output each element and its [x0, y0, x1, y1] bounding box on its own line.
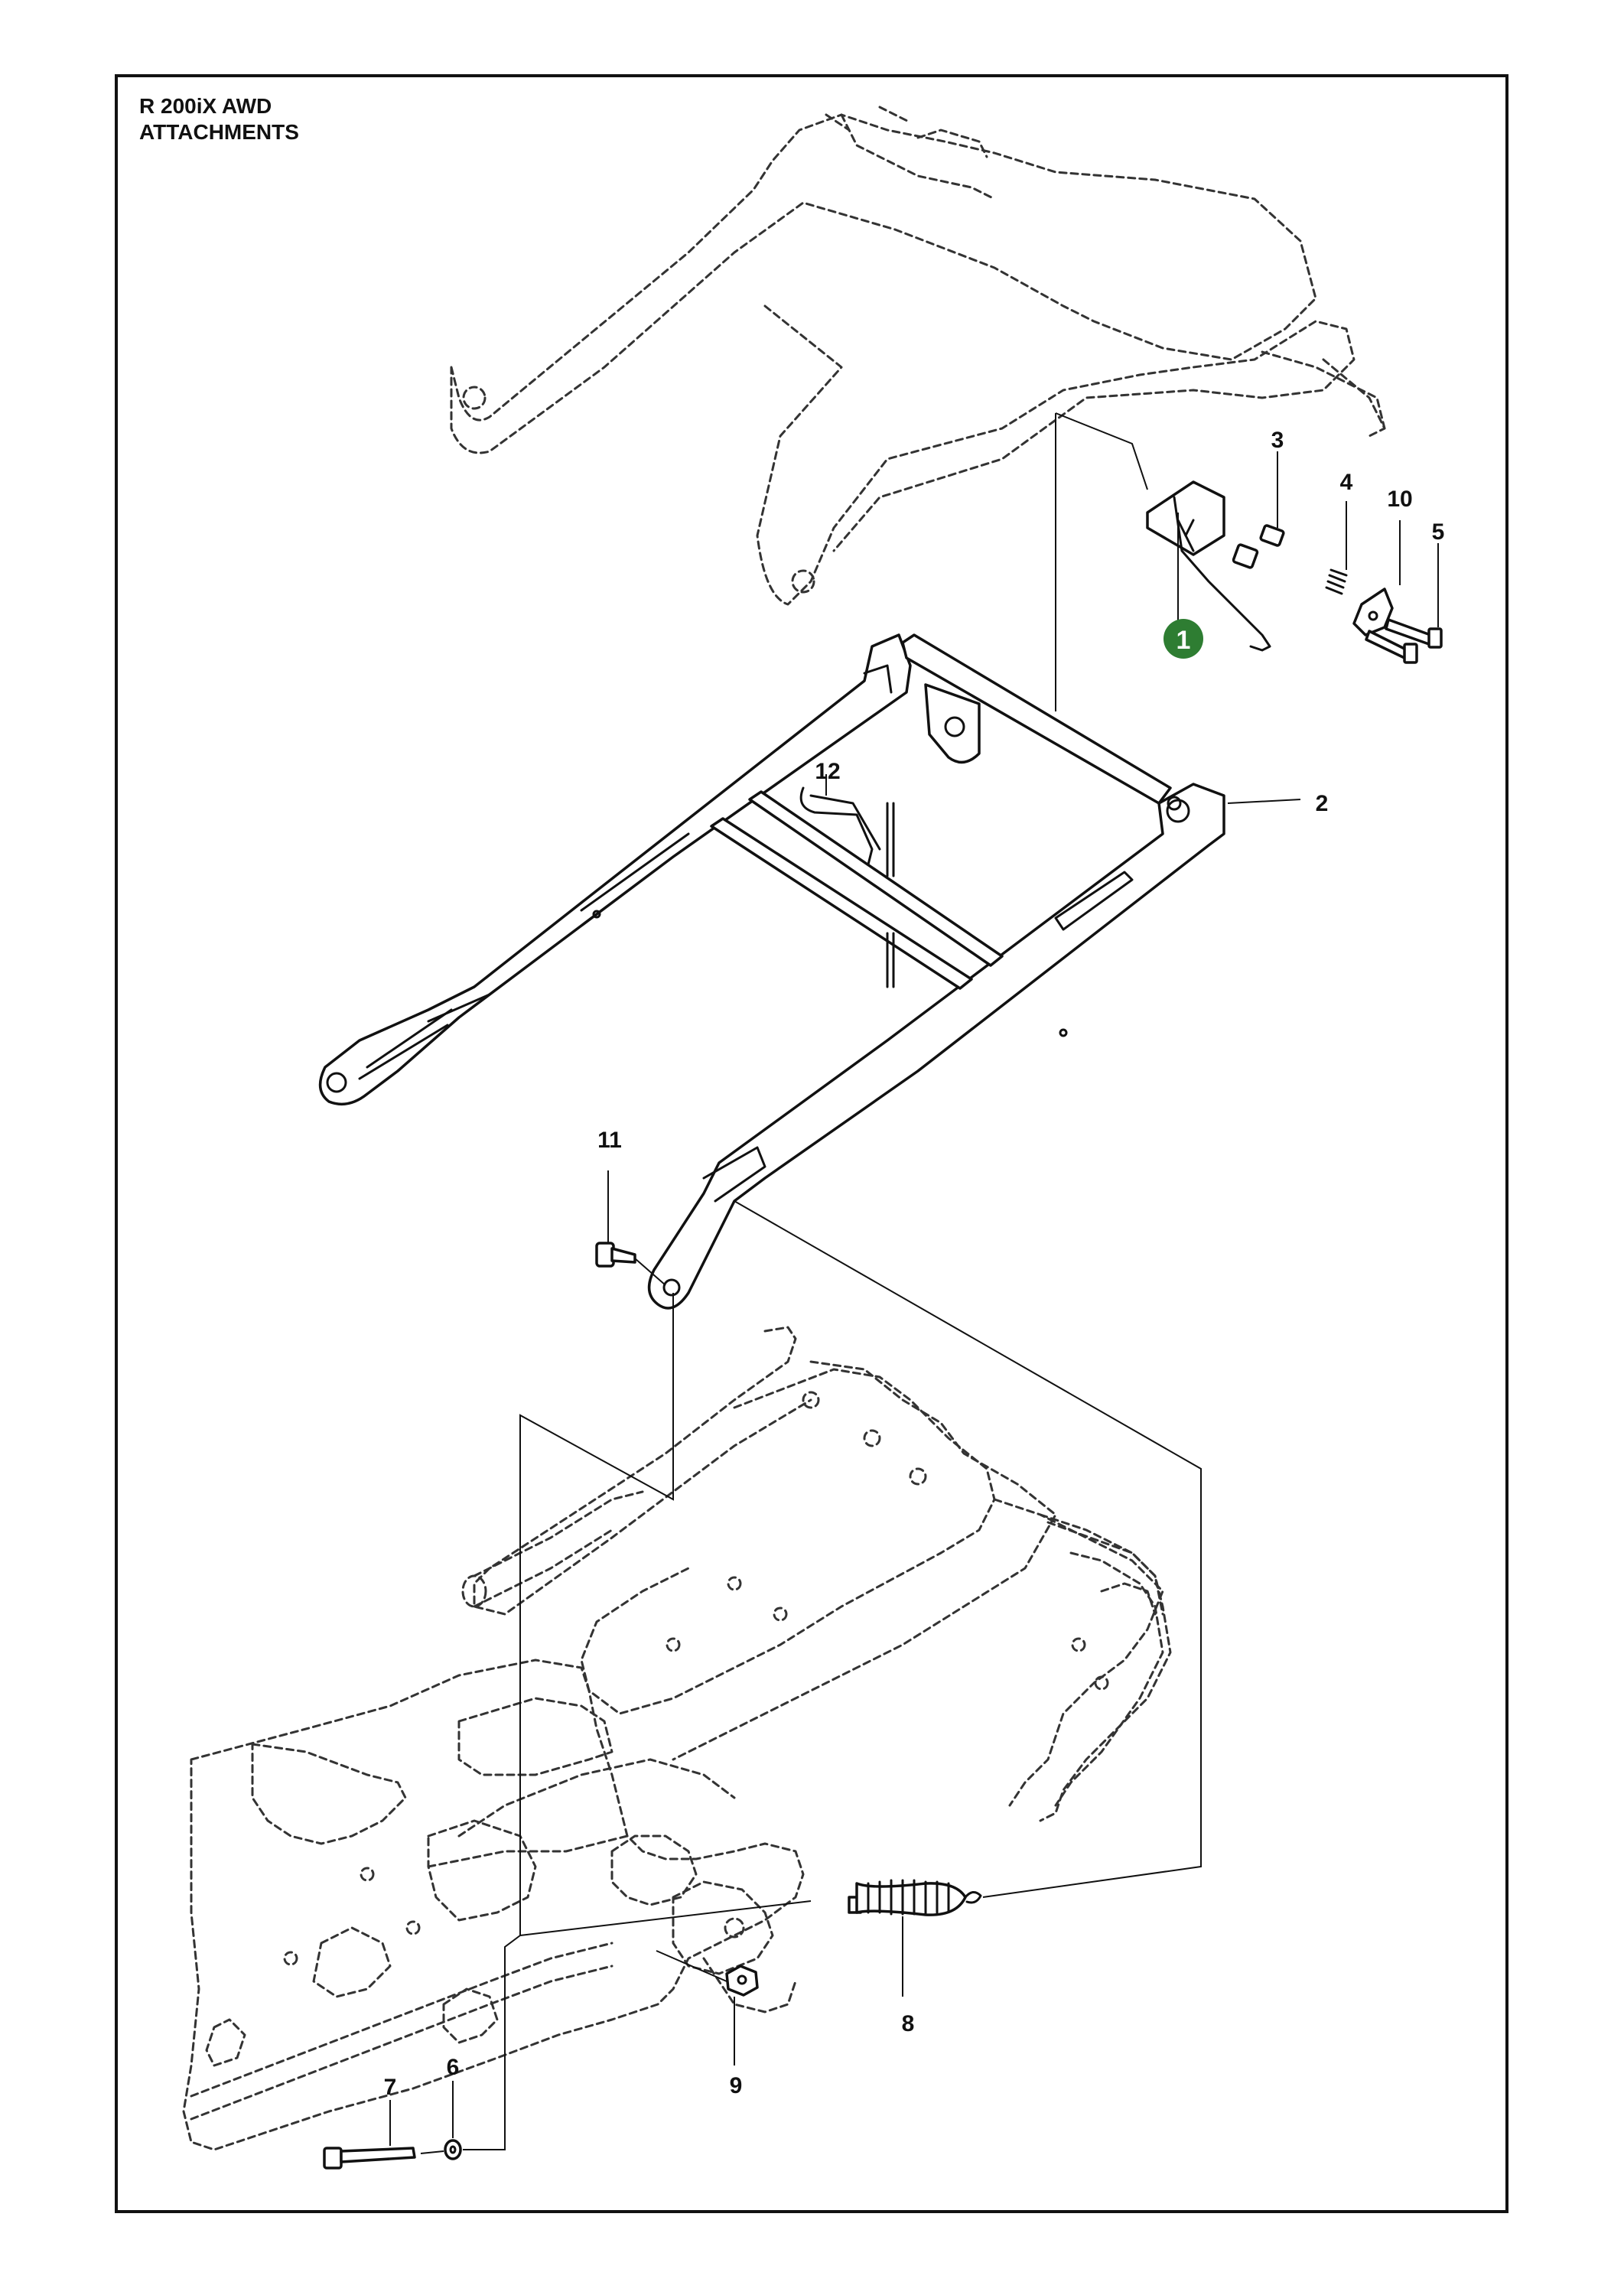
- callout-5: 5: [1432, 519, 1445, 545]
- ghost-chassis: [182, 1326, 1172, 2151]
- callout-2: 2: [1316, 791, 1329, 816]
- callout-6: 6: [447, 2055, 460, 2080]
- small-spring-part: [1325, 568, 1348, 595]
- callout-4: 4: [1340, 470, 1353, 495]
- callout-10: 10: [1387, 487, 1412, 512]
- bracket-lever-part: [1146, 480, 1271, 652]
- section-title: ATTACHMENTS: [139, 120, 299, 144]
- lift-frame-part: [318, 633, 1225, 1310]
- callout-11: 11: [597, 1128, 622, 1153]
- callout-12: 12: [815, 759, 840, 784]
- title-block: R 200iX AWD ATTACHMENTS: [139, 93, 299, 145]
- callout-labels: 1 2 3 4 5 6 7 8 9 10 11 12: [384, 428, 1445, 2100]
- long-bolt-part: [323, 2147, 416, 2170]
- callout-1: 1: [1177, 626, 1191, 655]
- model-title: R 200iX AWD: [139, 94, 272, 118]
- assembly-lines: [389, 412, 1439, 2154]
- shoulder-bolt-part: [595, 1242, 636, 1268]
- ghost-lift-arm: [450, 106, 1386, 606]
- callout-3: 3: [1271, 428, 1284, 453]
- small-hardware-parts: [1232, 524, 1443, 664]
- washer-part: [444, 2139, 462, 2160]
- highlight-badge: [1163, 619, 1203, 659]
- hairpin-clip-part: [799, 786, 881, 866]
- callout-8: 8: [902, 2011, 915, 2036]
- tension-spring-part: [848, 1879, 982, 1916]
- diagram-frame: [115, 74, 1508, 2213]
- lock-nut-part: [725, 1965, 759, 1997]
- callout-9: 9: [730, 2073, 743, 2098]
- callout-7: 7: [384, 2075, 397, 2100]
